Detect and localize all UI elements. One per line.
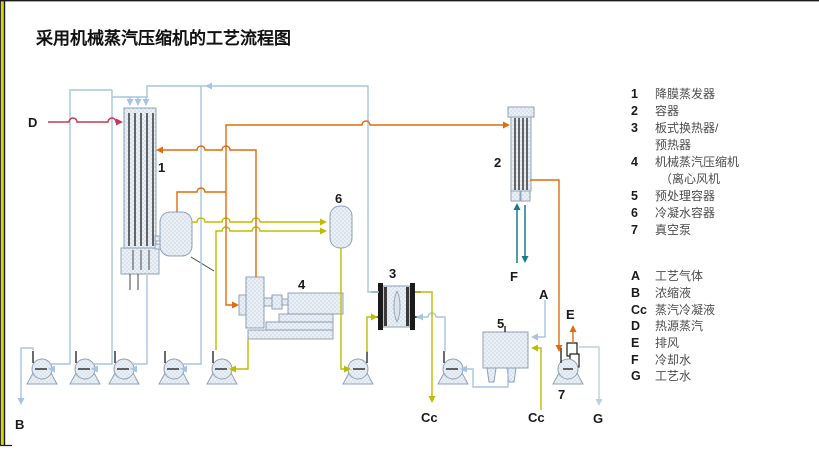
legend-text: 热源蒸汽: [655, 318, 703, 333]
process-water-pipe-g: [579, 346, 600, 404]
evaporator-sump: [120, 247, 160, 275]
vapor-separator-vessel: [159, 211, 193, 257]
equipment-number-2: 2: [494, 155, 501, 170]
vapor-pipes: [158, 120, 574, 350]
stream-label-f: F: [510, 269, 518, 284]
legend-id: G: [631, 369, 641, 383]
plate-heat-exchanger-3: [371, 283, 421, 330]
condensate-out-cc1: [415, 291, 433, 401]
pump: [206, 358, 238, 385]
stream-label-cc1: Cc: [421, 410, 438, 425]
recirculation-pipe: [182, 86, 202, 365]
stream-label-e: E: [566, 307, 575, 322]
legend-text: 冷凝水容器: [655, 205, 715, 220]
legend-text: 真空泵: [655, 223, 691, 237]
process-liquid-pipes: [20, 85, 546, 402]
legend-id: B: [631, 286, 640, 300]
legend-id: Cc: [631, 303, 647, 317]
legend-text: 工艺气体: [655, 268, 703, 283]
slide-edge-stripe: [1, 0, 4, 446]
tank5-drain-pipe: [462, 368, 509, 388]
stream-label-d: D: [28, 115, 37, 130]
legend-id: 5: [631, 189, 638, 203]
equipment-legend: 1 降膜蒸发器 2 容器 3 板式换热器/ 预热器 4 机械蒸汽压缩机 （离心风…: [631, 86, 739, 237]
legend-id: 1: [631, 87, 638, 101]
legend-id: 6: [631, 206, 638, 220]
pump: [437, 358, 469, 385]
pump: [108, 358, 140, 385]
legend-text: 预热器: [655, 138, 691, 152]
cooling-water-pipes-f: [516, 205, 526, 263]
diagram-labels: 1 2 3 4 5 6 7 D B Cc Cc G A E F: [15, 115, 603, 432]
legend-text: 蒸汽冷凝液: [655, 302, 715, 317]
heating-steam-pipe-d: [48, 117, 121, 123]
legend-id: 7: [631, 223, 638, 237]
equipment-number-6: 6: [335, 191, 342, 206]
legend-text: 工艺水: [655, 369, 691, 383]
concentrate-pipe-b: [20, 347, 34, 402]
pump-row: [26, 348, 584, 385]
condensate-vessel-6: [329, 205, 353, 249]
stream-legend: A 工艺气体 B 浓缩液 Cc 蒸汽冷凝液 D 热源蒸汽 E 排风 F 冷却水 …: [631, 268, 715, 383]
stream-label-a: A: [539, 287, 549, 302]
stream-label-cc2: Cc: [528, 410, 545, 425]
equipment-number-4: 4: [298, 277, 306, 292]
equipment-number-3: 3: [389, 266, 396, 281]
legend-id: 2: [631, 104, 638, 118]
pump: [158, 358, 190, 385]
legend-id: E: [631, 336, 639, 350]
legend-text: 板式换热器/: [655, 121, 719, 135]
legend-id: 4: [631, 155, 638, 169]
legend-text: 浓缩液: [655, 285, 691, 300]
legend-text: （离心风机: [660, 171, 720, 186]
recirculation-pipe: [93, 90, 113, 365]
pump: [69, 358, 101, 385]
flow-arrows: [17, 82, 603, 406]
legend-text: 冷却水: [655, 353, 691, 367]
pump: [26, 358, 58, 385]
legend-text: 排风: [655, 336, 679, 350]
condensate-in-cc2: [533, 347, 542, 410]
vapor-to-vessel2-pipe: [225, 120, 506, 306]
preheated-feed-pipe: [146, 85, 379, 293]
process-gas-pipe-a: [533, 300, 546, 338]
equipment-number-1: 1: [158, 160, 165, 175]
motor: [287, 292, 344, 315]
legend-id: A: [631, 269, 640, 283]
legend-text: 降膜蒸发器: [655, 86, 715, 101]
pretreatment-tank-5: [482, 326, 529, 383]
equipment-number-7: 7: [558, 387, 565, 402]
vent-to-vacuum-pipe: [530, 179, 560, 350]
vessel-2: [507, 106, 535, 202]
compressed-vapor-pipe: [158, 145, 257, 277]
legend-id: F: [631, 353, 639, 367]
feed-to-hx-pipe: [418, 312, 446, 352]
stream-label-b: B: [15, 417, 24, 432]
fan-housing: [245, 276, 265, 329]
page-title: 采用机械蒸汽压缩机的工艺流程图: [35, 28, 291, 48]
sump-drain-pipe: [132, 275, 148, 365]
legend-text: 预处理容器: [655, 188, 715, 203]
legend-id: D: [631, 319, 640, 333]
pump: [342, 358, 374, 385]
equipment-number-5: 5: [497, 316, 504, 331]
falling-film-evaporator-1: [120, 107, 215, 290]
legend-text: 容器: [655, 103, 679, 118]
recirculation-pipe: [50, 89, 112, 365]
slide-frame: [0, 0, 819, 447]
stream-label-g: G: [593, 411, 603, 426]
legend-text: 机械蒸汽压缩机: [655, 154, 739, 169]
mvr-compressor-4: [238, 276, 344, 340]
legend-id: 3: [631, 121, 638, 135]
